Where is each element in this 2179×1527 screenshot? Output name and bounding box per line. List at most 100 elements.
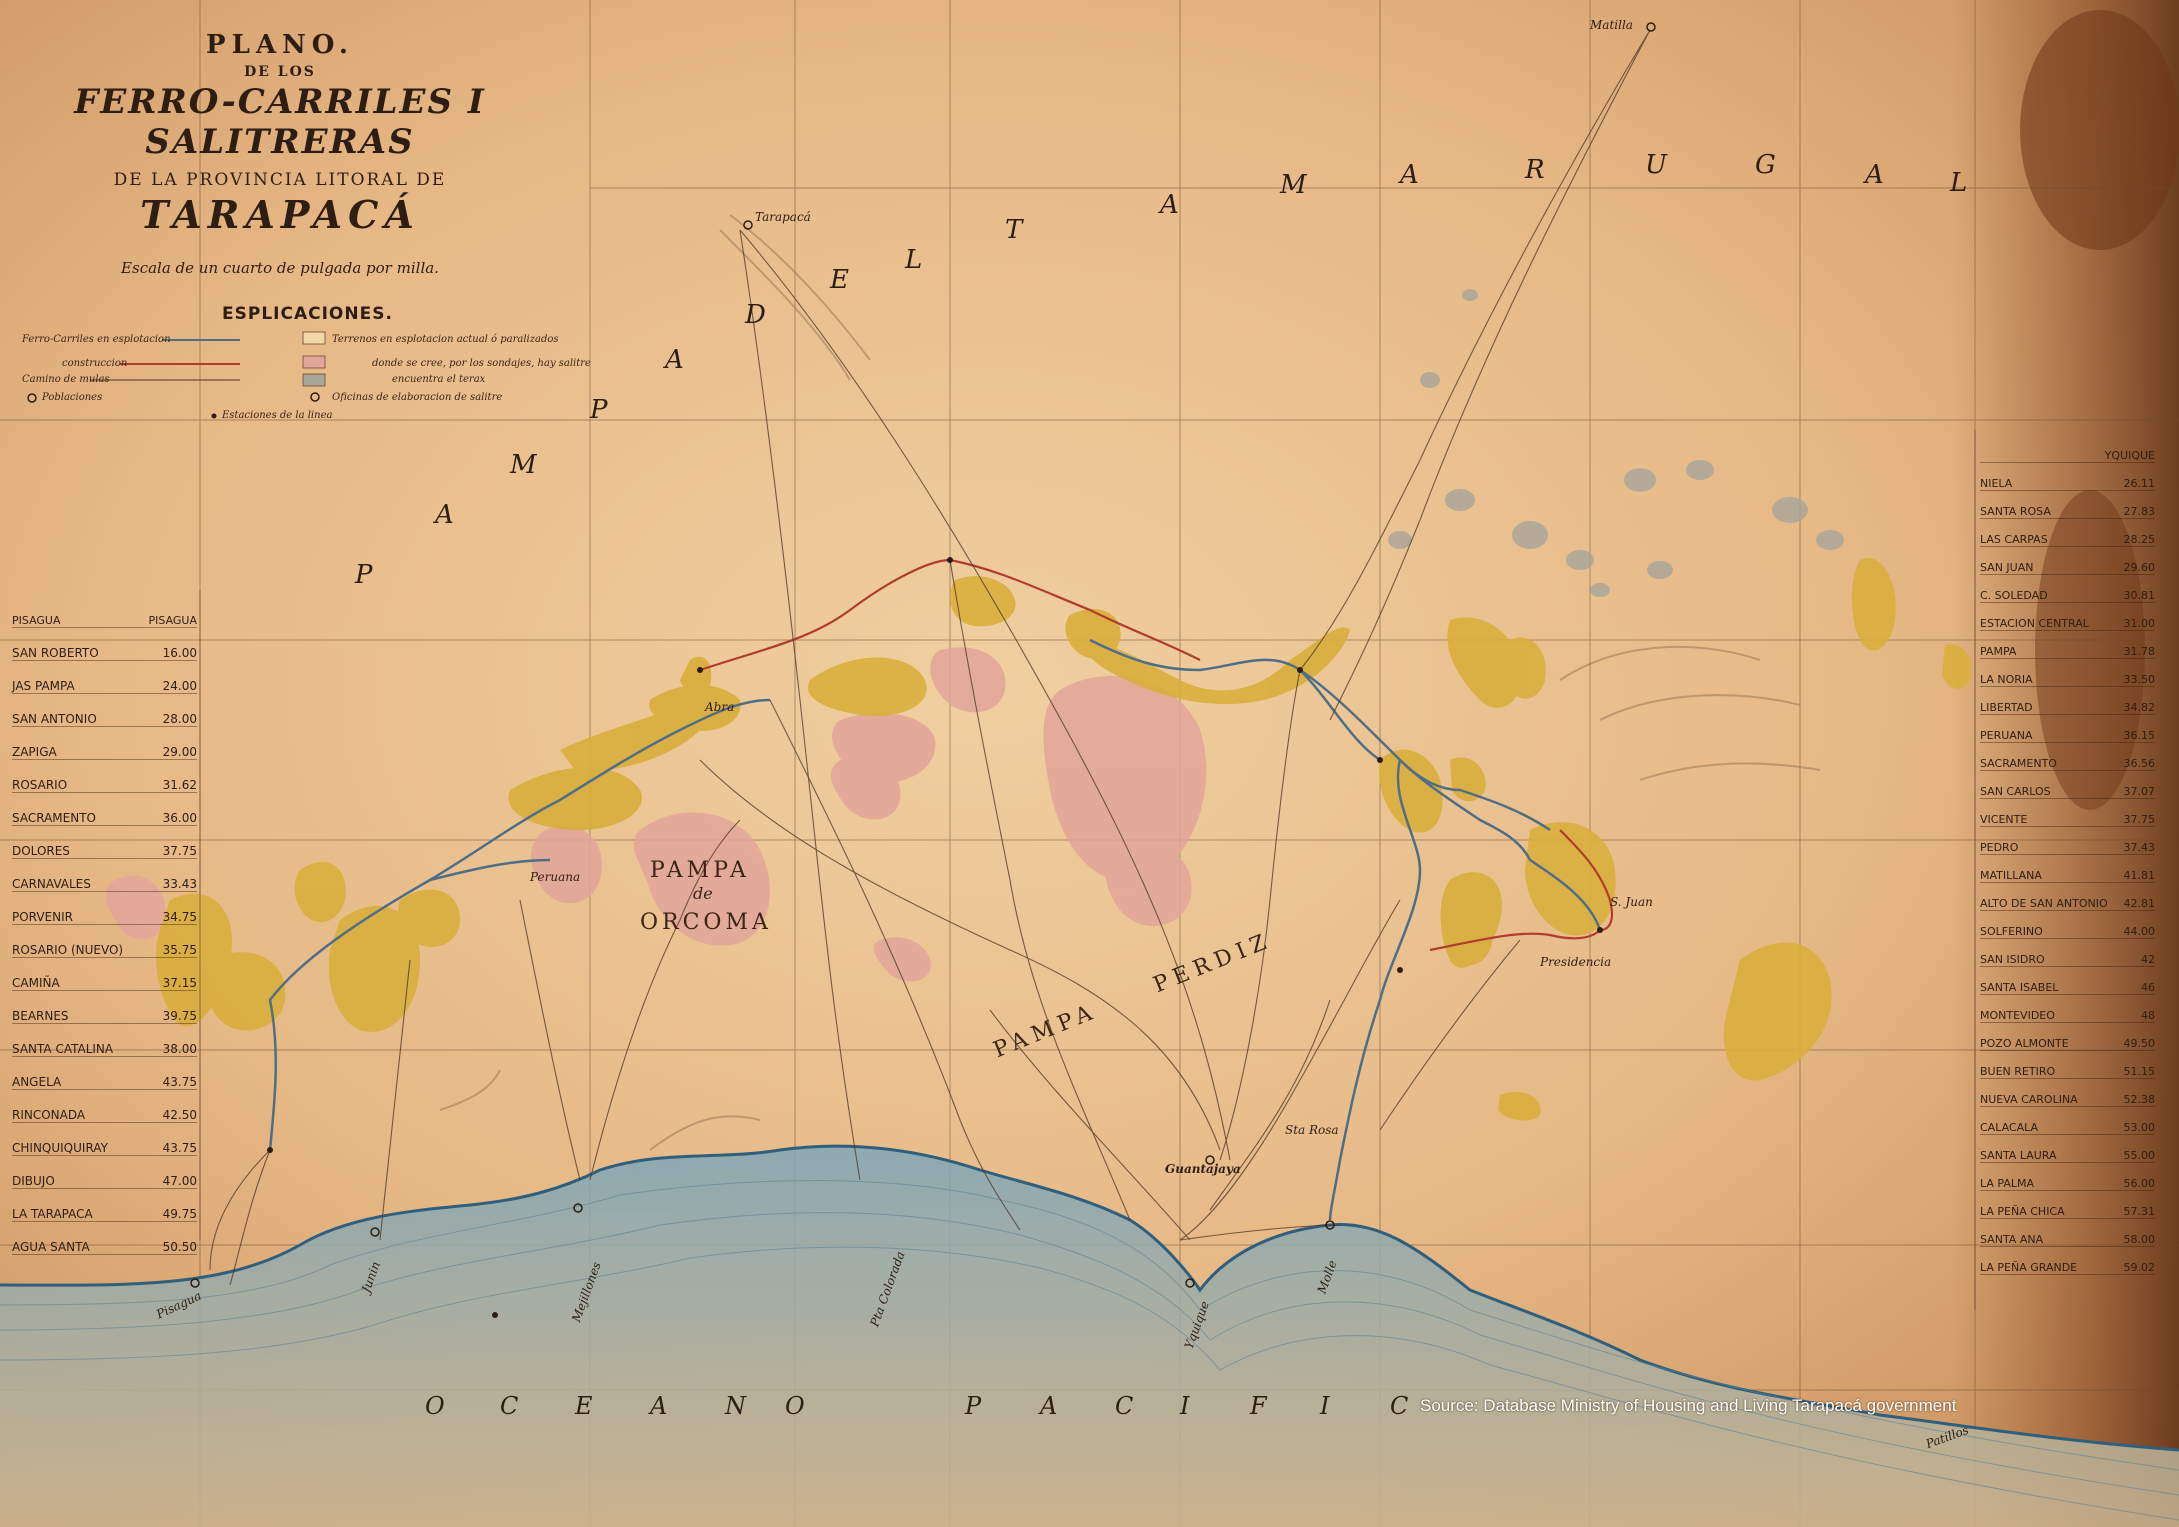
place-presidencia: Presidencia — [1540, 955, 1612, 969]
region-pampa-orcoma-3: ORCOMA — [640, 910, 772, 935]
table-cell-name: CHINQUIQUIRAY — [12, 1141, 108, 1155]
legend-stations: Estaciones de la linea — [222, 410, 333, 421]
table-cell-distance: 28.00 — [162, 712, 197, 726]
place-santa-rosa: Sta Rosa — [1285, 1123, 1339, 1137]
title-province: DE LA PROVINCIA LITORAL DE — [113, 170, 447, 190]
table-row: CHINQUIQUIRAY 43.75 — [12, 1123, 197, 1156]
table-cell-name: BUEN RETIRO — [1980, 1065, 2056, 1078]
table-cell-distance: 48 — [2141, 1009, 2155, 1022]
table-cell-distance: 56.00 — [2123, 1177, 2156, 1190]
table-cell-name: AGUA SANTA — [12, 1240, 90, 1254]
table-row: MATILLANA 41.81 — [1980, 855, 2155, 883]
table-cell-name: MATILLANA — [1980, 869, 2042, 882]
legend-title: ESPLICACIONES. — [222, 304, 393, 324]
table-cell-distance: 39.75 — [162, 1009, 197, 1023]
table-cell-name: SAN ANTONIO — [12, 712, 97, 726]
table-cell-name: LA PEÑA CHICA — [1980, 1205, 2065, 1218]
table-cell-distance: 57.31 — [2123, 1205, 2156, 1218]
table-header: PISAGUA PISAGUA — [12, 595, 197, 628]
table-cell-name: SANTA CATALINA — [12, 1042, 114, 1056]
legend-borax: encuentra el terax — [392, 374, 486, 385]
table-cell-distance: 26.11 — [2123, 477, 2156, 490]
table-cell-distance: 59.02 — [2123, 1261, 2156, 1274]
table-row: SANTA CATALINA 38.00 — [12, 1024, 197, 1057]
region-letter: A — [435, 500, 454, 530]
table-cell-name: C. SOLEDAD — [1980, 589, 2048, 602]
table-cell-distance: 38.00 — [162, 1042, 197, 1056]
ocean-letter: E — [575, 1392, 593, 1420]
legend-offices: Oficinas de elaboracion de salitre — [332, 392, 503, 403]
stain-mid-right — [2035, 490, 2145, 810]
map-scale: Escala de un cuarto de pulgada por milla… — [121, 259, 439, 277]
table-cell-distance: 53.00 — [2123, 1121, 2156, 1134]
map-title-block: PLANO. DE LOS FERRO-CARRILES I SALITRERA… — [0, 30, 560, 277]
table-cell-distance: 37.75 — [162, 844, 197, 858]
place-abra: Abra — [705, 700, 735, 714]
table-cell-name: ALTO DE SAN ANTONIO — [1980, 897, 2108, 910]
table-cell-name: SAN ISIDRO — [1980, 953, 2045, 966]
table-cell-name: PAMPA — [1980, 645, 2017, 658]
table-cell-distance: 43.75 — [162, 1075, 197, 1089]
region-letter: A — [1160, 190, 1179, 220]
table-row: DIBUJO 47.00 — [12, 1156, 197, 1189]
table-cell-name: DIBUJO — [12, 1174, 55, 1188]
table-cell-distance: 33.43 — [162, 877, 197, 891]
table-row: POZO ALMONTE 49.50 — [1980, 1023, 2155, 1051]
place-matilla: Matilla — [1590, 18, 1633, 32]
table-cell-distance: 35.75 — [162, 943, 197, 957]
table-cell-distance: 43.75 — [162, 1141, 197, 1155]
region-pampa-orcoma-1: PAMPA — [650, 858, 750, 883]
ocean-letter: A — [650, 1392, 668, 1420]
title-main: FERRO-CARRILES I SALITRERAS — [74, 82, 486, 162]
table-cell-name: LAS CARPAS — [1980, 533, 2048, 546]
table-cell-name: JAS PAMPA — [12, 679, 75, 693]
region-letter: U — [1645, 150, 1667, 180]
table-cell-distance: 36.00 — [162, 811, 197, 825]
title-plano: PLANO. — [206, 30, 354, 60]
table-cell-distance: 49.50 — [2123, 1037, 2156, 1050]
place-peruana: Peruana — [530, 870, 581, 884]
table-cell-name: LA TARAPACA — [12, 1207, 93, 1221]
table-cell-name: POZO ALMONTE — [1980, 1037, 2069, 1050]
ocean-letter: O — [785, 1392, 805, 1420]
table-cell-distance: 31.78 — [2123, 645, 2156, 658]
table-cell-name: SAN CARLOS — [1980, 785, 2051, 798]
region-letter: M — [510, 450, 537, 480]
settlement-markers — [190, 22, 1656, 1288]
table-cell-name: DOLORES — [12, 844, 70, 858]
table-cell-name: LA NORIA — [1980, 673, 2033, 686]
table-cell-distance: 31.00 — [2123, 617, 2156, 630]
table-cell-distance: 28.25 — [2123, 533, 2156, 546]
place-san-juan: S. Juan — [1610, 895, 1653, 909]
ocean-letter: C — [1115, 1392, 1134, 1420]
region-letter: P — [590, 395, 608, 425]
table-cell-name: SACRAMENTO — [1980, 757, 2057, 770]
table-cell-distance: 34.75 — [162, 910, 197, 924]
table-header-label: PISAGUA — [12, 614, 61, 627]
table-cell-name: SAN JUAN — [1980, 561, 2034, 574]
table-cell-distance: 27.83 — [2123, 505, 2156, 518]
table-cell-distance: 47.00 — [162, 1174, 197, 1188]
table-cell-name: SANTA ISABEL — [1980, 981, 2059, 994]
table-cell-distance: 36.15 — [2123, 729, 2156, 742]
region-letter: A — [1400, 160, 1419, 190]
table-cell-distance: 41.81 — [2123, 869, 2156, 882]
table-cell-distance: 29.60 — [2123, 561, 2156, 574]
